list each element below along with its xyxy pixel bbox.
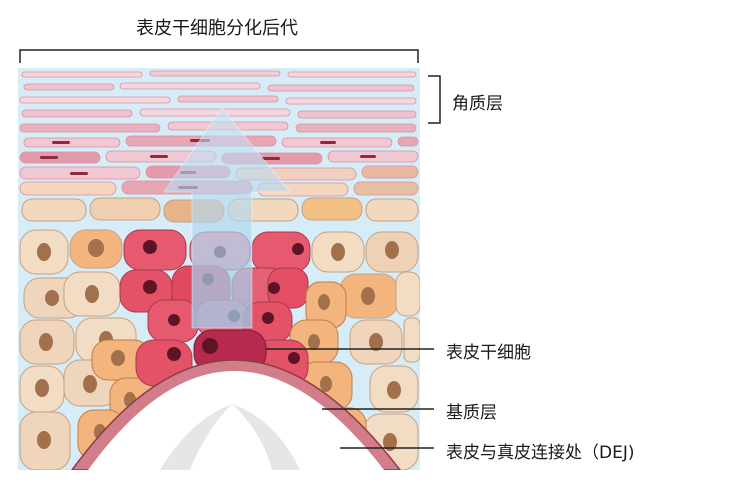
leader-lines	[266, 348, 434, 449]
diagram-title: 表皮干细胞分化后代	[136, 18, 298, 39]
differentiation-arrow	[163, 107, 292, 329]
label-epidermal-stem-cell: 表皮干细胞	[446, 343, 531, 363]
corneum-bracket	[428, 75, 441, 124]
dermal-papilla	[71, 359, 401, 470]
title-bracket	[19, 49, 419, 63]
spinous-nuclei	[35, 239, 401, 451]
tissue-section	[18, 68, 420, 470]
basal-red-nuclei	[167, 347, 300, 364]
stratum-corneum-cells	[19, 70, 419, 197]
label-basal-layer: 基质层	[446, 403, 497, 423]
label-dej: 表皮与真皮连接处（DEJ)	[446, 443, 635, 463]
label-stratum-corneum: 角质层	[452, 94, 503, 114]
